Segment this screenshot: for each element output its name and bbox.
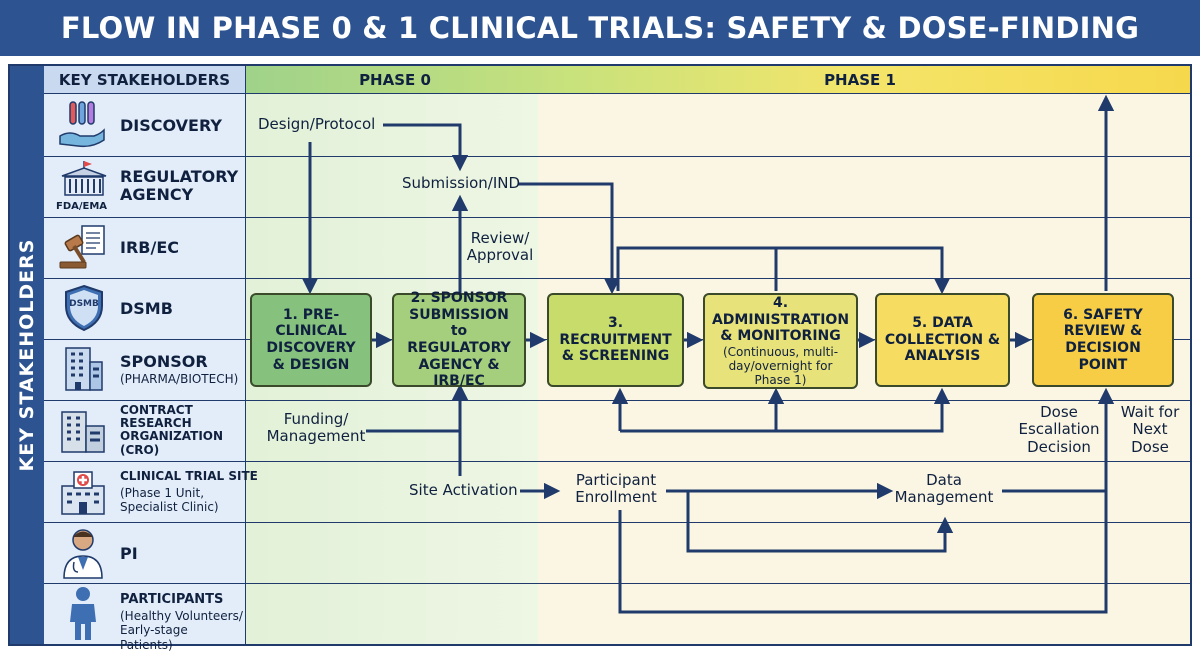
label-data-management: Data Management [894,471,994,507]
step-4-title: 4. ADMINISTRATION & MONITORING [711,295,850,345]
person-icon [70,587,96,640]
label-funding-management: Funding/ Management [266,410,366,446]
stakeholder-sponsor-sub: (PHARMA/BIOTECH) [120,372,239,386]
office-building-icon [65,347,103,391]
stakeholder-sponsor: SPONSOR [120,352,208,371]
stakeholders-column-header: KEY STAKEHOLDERS [44,66,246,94]
stakeholder-participants-sub: (Healthy Volunteers/ Early-stage Patient… [120,609,243,652]
step-1-preclinical-box: 1. PRE-CLINICAL DISCOVERY & DESIGN [250,293,372,387]
phase0-header: PHASE 0 [359,71,431,89]
side-bar [10,66,44,644]
label-wait-next-dose: Wait for Next Dose [1120,403,1180,456]
row-divider [44,217,1190,218]
label-submission-ind: Submission/IND [402,174,521,192]
step-4-administration-box: 4. ADMINISTRATION & MONITORING (Continuo… [703,293,858,389]
doctor-icon [63,529,103,579]
row-divider [44,522,1190,523]
stakeholder-cro: CONTRACT RESEARCH ORGANIZATION (CRO) [120,403,224,457]
stakeholder-irb-ec: IRB/EC [120,238,179,257]
hand-test-tubes-icon [59,101,105,148]
step-5-data-collection-box: 5. DATA COLLECTION & ANALYSIS [875,293,1010,387]
step-4-detail: (Continuous, multi-day/overnight for Pha… [722,344,839,387]
label-site-activation: Site Activation [409,481,518,499]
stakeholder-dsmb: DSMB [120,299,173,318]
dsmb-badge: DSMB [69,299,99,309]
label-review-approval: Review/ Approval [466,229,534,265]
step-2-sponsor-submission-box: 2. SPONSOR SUBMISSION to REGULATORY AGEN… [392,290,526,389]
label-participant-enrollment: Participant Enrollment [575,471,657,507]
hospital-icon [61,471,105,515]
row-divider [44,156,1190,157]
phase1-header: PHASE 1 [824,71,896,89]
stakeholder-clinical-trial-site: CLINICAL TRIAL SITE [120,469,258,483]
page-title: FLOW IN PHASE 0 & 1 CLINICAL TRIALS: SAF… [0,0,1200,56]
gavel-document-icon [59,225,105,269]
buildings-icon [61,411,105,453]
step-6-safety-review-box: 6. SAFETY REVIEW & DECISION POINT [1032,293,1174,387]
shield-icon [65,284,103,332]
stakeholder-discovery: DISCOVERY [120,116,223,135]
label-dose-escalation: Dose Escallation Decision [1018,403,1100,456]
step-3-recruitment-box: 3. RECRUITMENT & SCREENING [547,293,684,387]
government-building-icon [61,161,107,196]
row-divider [44,583,1190,584]
stakeholder-participants: PARTICIPANTS [120,592,224,607]
stakeholder-pi: PI [120,544,138,563]
stakeholder-clinical-trial-site-sub: (Phase 1 Unit, Specialist Clinic) [120,486,219,515]
fda-ema-badge: FDA/EMA [56,201,108,212]
stakeholder-regulatory-agency: REGULATORY AGENCY [120,167,239,204]
row-divider [44,461,1190,462]
stakeholder-cell [44,156,246,217]
label-design-protocol: Design/Protocol [258,115,376,133]
phase-header-bar [246,66,1190,94]
